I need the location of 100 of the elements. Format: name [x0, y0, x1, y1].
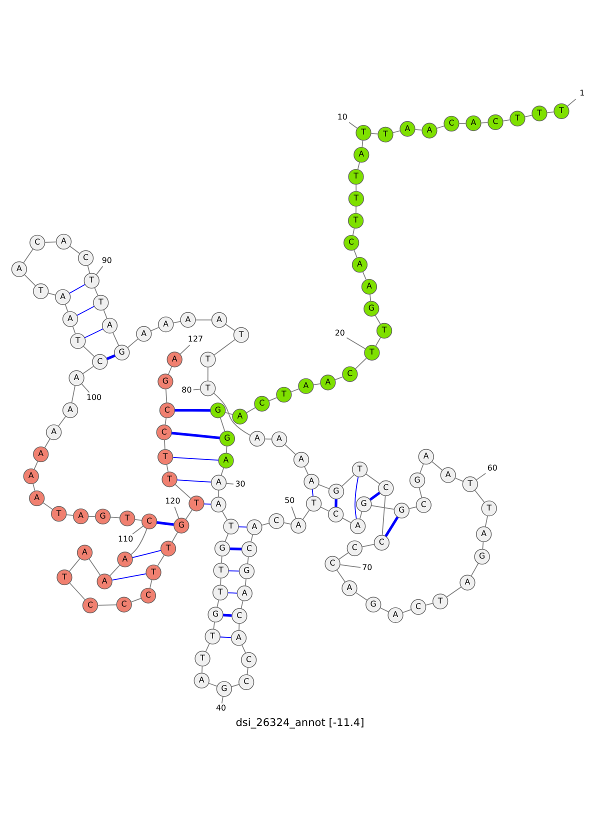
connector	[371, 505, 395, 510]
node-circle: A	[117, 552, 133, 568]
node-circle: A	[388, 607, 404, 623]
connector	[230, 547, 242, 550]
node-text: 120	[165, 496, 180, 506]
node-circle: T	[481, 500, 497, 516]
node-circle: A	[466, 115, 482, 132]
connector	[112, 332, 120, 346]
connector	[216, 600, 220, 608]
node-circle: C	[328, 506, 344, 522]
node-circle: A	[96, 574, 112, 590]
node-circle: A	[166, 352, 182, 368]
node-circle: T	[93, 294, 109, 311]
connector	[213, 622, 215, 630]
connector	[224, 533, 229, 542]
connector	[174, 484, 192, 499]
node-circle: C	[346, 540, 362, 556]
node-circle: C	[374, 534, 390, 551]
connector	[246, 667, 248, 676]
connector	[312, 488, 314, 497]
node-circle: G	[158, 374, 174, 390]
node-circle: G	[208, 606, 224, 622]
connector	[524, 114, 532, 118]
connector	[223, 614, 232, 617]
connector	[58, 416, 66, 427]
node-text: 30	[235, 480, 246, 489]
node-circle: T	[56, 570, 72, 586]
node-text: 110	[118, 534, 134, 544]
connector	[414, 129, 422, 130]
node-circle: C	[140, 588, 156, 604]
node-circle: A	[320, 374, 336, 390]
node-circle: T	[348, 212, 364, 229]
connector	[291, 506, 296, 520]
connector	[238, 623, 240, 631]
connector	[357, 162, 360, 170]
connector	[71, 385, 76, 404]
connector	[164, 417, 167, 426]
connector	[110, 516, 120, 518]
connector	[76, 306, 95, 316]
connector	[384, 516, 399, 537]
node-circle: C	[342, 366, 358, 382]
node-circle: A	[210, 474, 227, 490]
node-circle: C	[92, 354, 108, 370]
connector	[220, 467, 224, 476]
connector	[176, 479, 212, 483]
node-circle: A	[350, 518, 366, 534]
connector	[24, 274, 36, 286]
connector	[240, 600, 244, 610]
connector	[402, 609, 412, 614]
node-circle: A	[304, 474, 320, 490]
connector	[228, 570, 240, 572]
node-circle: T	[348, 190, 364, 207]
connector	[156, 521, 174, 526]
connector	[356, 592, 368, 601]
connector	[82, 366, 94, 374]
node-circle: T	[432, 594, 448, 610]
node-circle: A	[218, 452, 234, 468]
connector	[48, 292, 56, 296]
connector	[304, 466, 309, 476]
node-circle: T	[160, 540, 176, 556]
connector	[172, 457, 219, 461]
connector	[238, 526, 248, 528]
connector	[431, 461, 443, 471]
connector	[109, 564, 120, 576]
connector	[502, 119, 510, 122]
node-circle: G	[328, 484, 344, 500]
node-circle: C	[344, 234, 360, 251]
node-circle: A	[29, 490, 45, 506]
connector	[482, 541, 484, 550]
connector	[225, 324, 236, 332]
node-circle: A	[290, 518, 306, 534]
node-circle: A	[73, 508, 89, 524]
connector	[185, 509, 193, 520]
connector	[69, 582, 86, 600]
node-circle: A	[293, 452, 310, 468]
node-circle: A	[55, 289, 71, 305]
connector	[164, 439, 166, 450]
node-circle: A	[352, 256, 368, 273]
node-circle: C	[240, 652, 257, 668]
connector	[342, 474, 355, 487]
node-circle: C	[416, 497, 432, 513]
connector	[354, 358, 367, 370]
connector	[247, 556, 249, 564]
connector	[352, 228, 355, 236]
node-text: 1	[580, 88, 585, 98]
node-circle: A	[271, 431, 288, 448]
node-circle: C	[241, 541, 258, 558]
connector	[338, 552, 349, 560]
connector	[165, 388, 168, 404]
connector	[97, 604, 118, 606]
node-circle: A	[211, 312, 228, 328]
connector	[220, 636, 232, 638]
connector	[172, 532, 178, 543]
connector	[72, 326, 76, 334]
node-circle: T	[200, 380, 216, 396]
connector	[171, 432, 220, 440]
node-circle: T	[119, 510, 136, 526]
node-circle: C	[488, 114, 504, 130]
node-circle: T	[378, 126, 394, 142]
connector	[66, 514, 74, 516]
